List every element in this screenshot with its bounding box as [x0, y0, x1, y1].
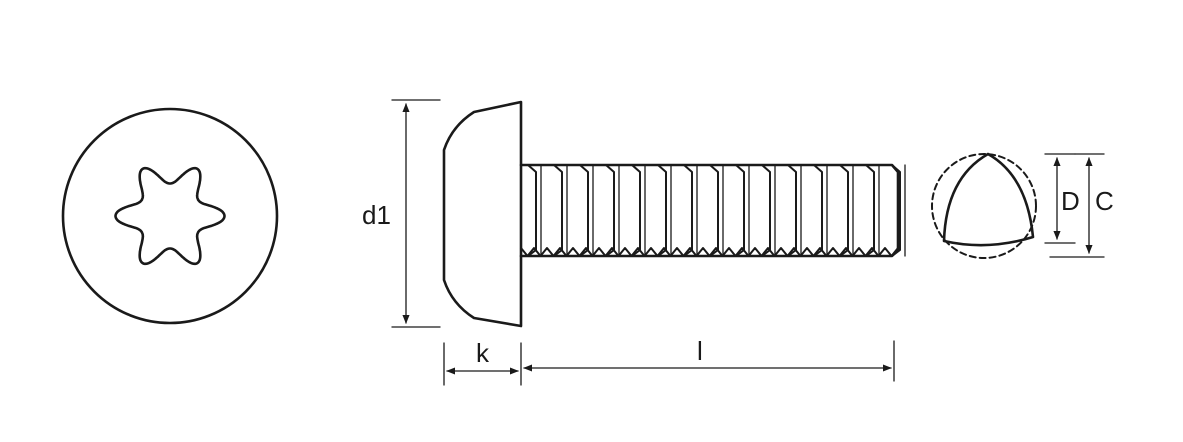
thread-flank: [839, 164, 849, 257]
head-top-view: [61, 107, 279, 325]
thread-flank: [657, 164, 667, 257]
thread-lines: [520, 164, 906, 257]
thread-flank: [761, 164, 771, 257]
l-label: l: [697, 336, 703, 366]
trilobular-profile: [942, 152, 1035, 247]
thread-flank: [683, 164, 693, 257]
d1-label: d1: [362, 200, 391, 230]
screw-head-profile: [442, 100, 523, 328]
dimension-d1: d1: [362, 99, 441, 328]
thread-flank: [865, 164, 875, 257]
dimension-k: k: [443, 338, 522, 386]
thread-flank: [631, 164, 641, 257]
thread-flank: [787, 164, 797, 257]
screw-side-view: [442, 100, 906, 328]
C-label: C: [1095, 186, 1114, 216]
head-outer-circle: [61, 107, 279, 325]
thread-flank: [553, 164, 563, 257]
shank-outline: [519, 163, 900, 258]
trilobular-section-view: [931, 152, 1037, 259]
reference-circle-dashed: [931, 153, 1037, 259]
k-label: k: [476, 338, 490, 368]
thread-root-zigzag: [520, 247, 899, 257]
dimension-l: l: [523, 336, 895, 382]
thread-flank: [891, 164, 901, 257]
thread-flank: [813, 164, 823, 257]
thread-flank: [709, 164, 719, 257]
thread-flank: [605, 164, 615, 257]
dimension-D: D: [1044, 153, 1080, 244]
hexalobular-drive-recess: [114, 166, 226, 266]
D-label: D: [1061, 186, 1080, 216]
thread-flank: [735, 164, 745, 257]
dimension-C: C: [1049, 153, 1114, 258]
thread-flank: [527, 164, 537, 257]
thread-flank: [579, 164, 589, 257]
